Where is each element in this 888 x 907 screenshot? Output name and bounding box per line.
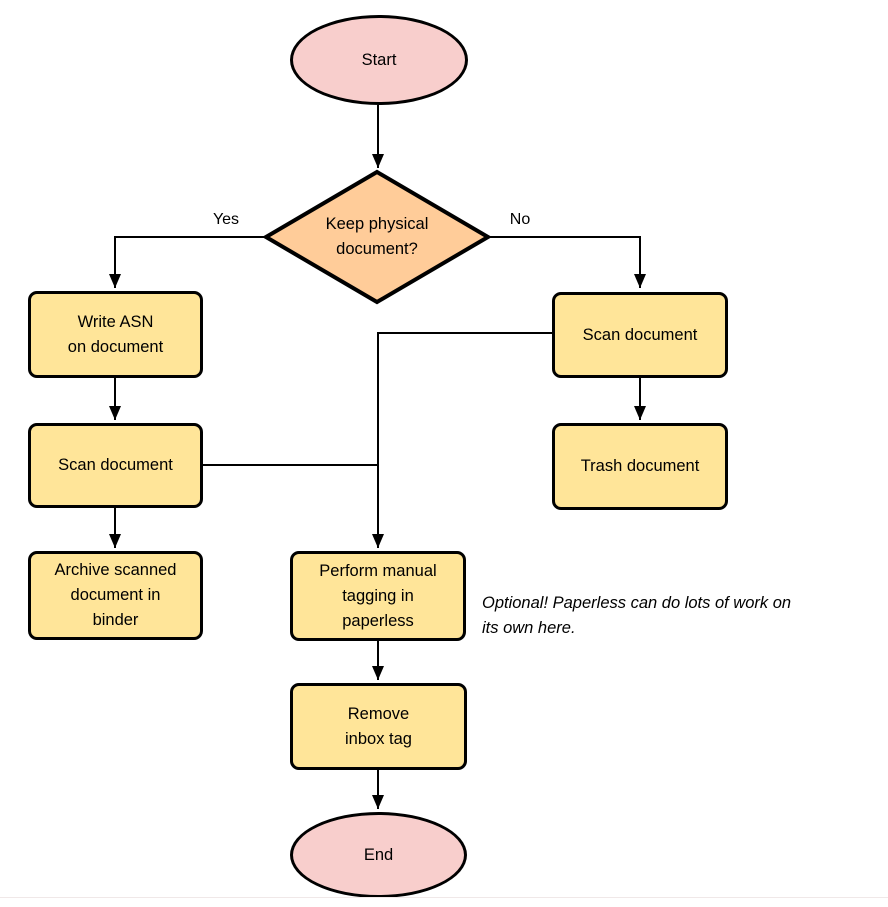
remove-inbox-tag-node: Remove inbox tag [290, 683, 467, 770]
optional-note-text: Optional! Paperless can do lots of work … [482, 594, 792, 637]
edge-label-no: No [507, 211, 533, 229]
end-node: End [290, 812, 467, 898]
perform-manual-tagging-node: Perform manual tagging in paperless [290, 551, 466, 641]
scan-document-right-node: Scan document [552, 292, 728, 378]
edge-label-yes: Yes [210, 211, 242, 229]
edge-scan-right-to-perform-tagging [372, 332, 552, 548]
scan-document-left-node: Scan document [28, 423, 203, 508]
edge-decision-yes-to-write-asn [109, 236, 266, 288]
start-node: Start [290, 15, 468, 105]
decision-keep-physical-document-label: Keep physical document? [325, 215, 429, 258]
edge-decision-no-to-scan-right [488, 236, 646, 288]
trash-document-node: Trash document [552, 423, 728, 510]
bottom-divider-line [0, 897, 888, 898]
write-asn-on-document-node: Write ASN on document [28, 291, 203, 378]
archive-scanned-document-node: Archive scanned document in binder [28, 551, 203, 640]
